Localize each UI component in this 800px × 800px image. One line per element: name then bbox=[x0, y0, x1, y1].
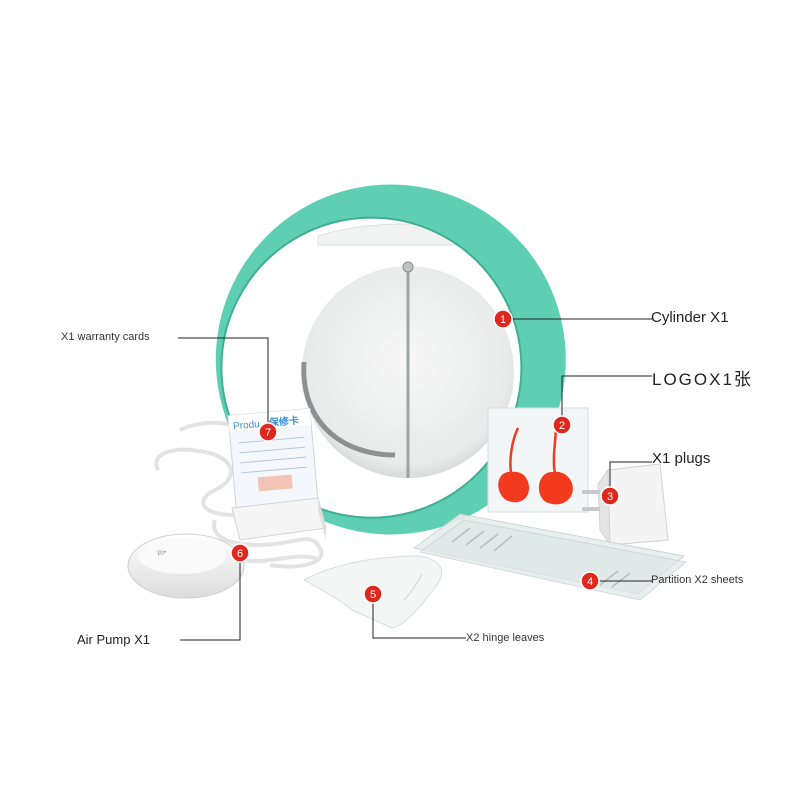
cherry-sticker-left bbox=[498, 427, 530, 503]
marker-6-number: 6 bbox=[237, 548, 243, 560]
marker-6: 6 bbox=[230, 543, 250, 563]
marker-3: 3 bbox=[600, 486, 620, 506]
leader-line-2 bbox=[561, 375, 652, 425]
marker-5-number: 5 bbox=[370, 589, 376, 601]
marker-1-number: 1 bbox=[500, 314, 506, 326]
callout-label-warranty: X1 warranty cards bbox=[61, 331, 150, 343]
callout-label-cylinder: Cylinder X1 bbox=[651, 309, 729, 326]
callout-label-partition: Partition X2 sheets bbox=[651, 574, 744, 586]
callout-label-plugs: X1 plugs bbox=[652, 450, 711, 467]
marker-7-number: 7 bbox=[265, 427, 271, 439]
marker-2-number: 2 bbox=[559, 420, 565, 432]
logo-sticker-sheet bbox=[487, 407, 589, 513]
air-pump: Ri• bbox=[127, 497, 327, 599]
marker-4: 4 bbox=[580, 571, 600, 591]
warranty-card-header: Produ bbox=[233, 419, 261, 432]
marker-3-number: 3 bbox=[607, 491, 613, 503]
leader-lines bbox=[178, 318, 652, 641]
callout-label-hinge: X2 hinge leaves bbox=[466, 632, 545, 644]
svg-text:Ri•: Ri• bbox=[157, 549, 168, 558]
warranty-card: Produ 保修卡 bbox=[227, 408, 319, 508]
leader-line-3 bbox=[609, 461, 652, 496]
leader-line-6 bbox=[180, 553, 241, 641]
leader-line-7 bbox=[178, 337, 269, 432]
warranty-card-title: 保修卡 bbox=[267, 414, 299, 430]
callout-label-logo: LOGOX1张 bbox=[652, 370, 753, 389]
partition-sheets bbox=[412, 513, 688, 601]
power-plug bbox=[582, 463, 669, 547]
cylinder-ring bbox=[215, 184, 566, 535]
leader-line-5 bbox=[372, 594, 466, 639]
marker-1: 1 bbox=[493, 309, 513, 329]
marker-7: 7 bbox=[258, 422, 278, 442]
marker-4-number: 4 bbox=[587, 576, 593, 588]
callout-label-air-pump: Air Pump X1 bbox=[77, 632, 150, 647]
marker-5: 5 bbox=[363, 584, 383, 604]
marker-2: 2 bbox=[552, 415, 572, 435]
